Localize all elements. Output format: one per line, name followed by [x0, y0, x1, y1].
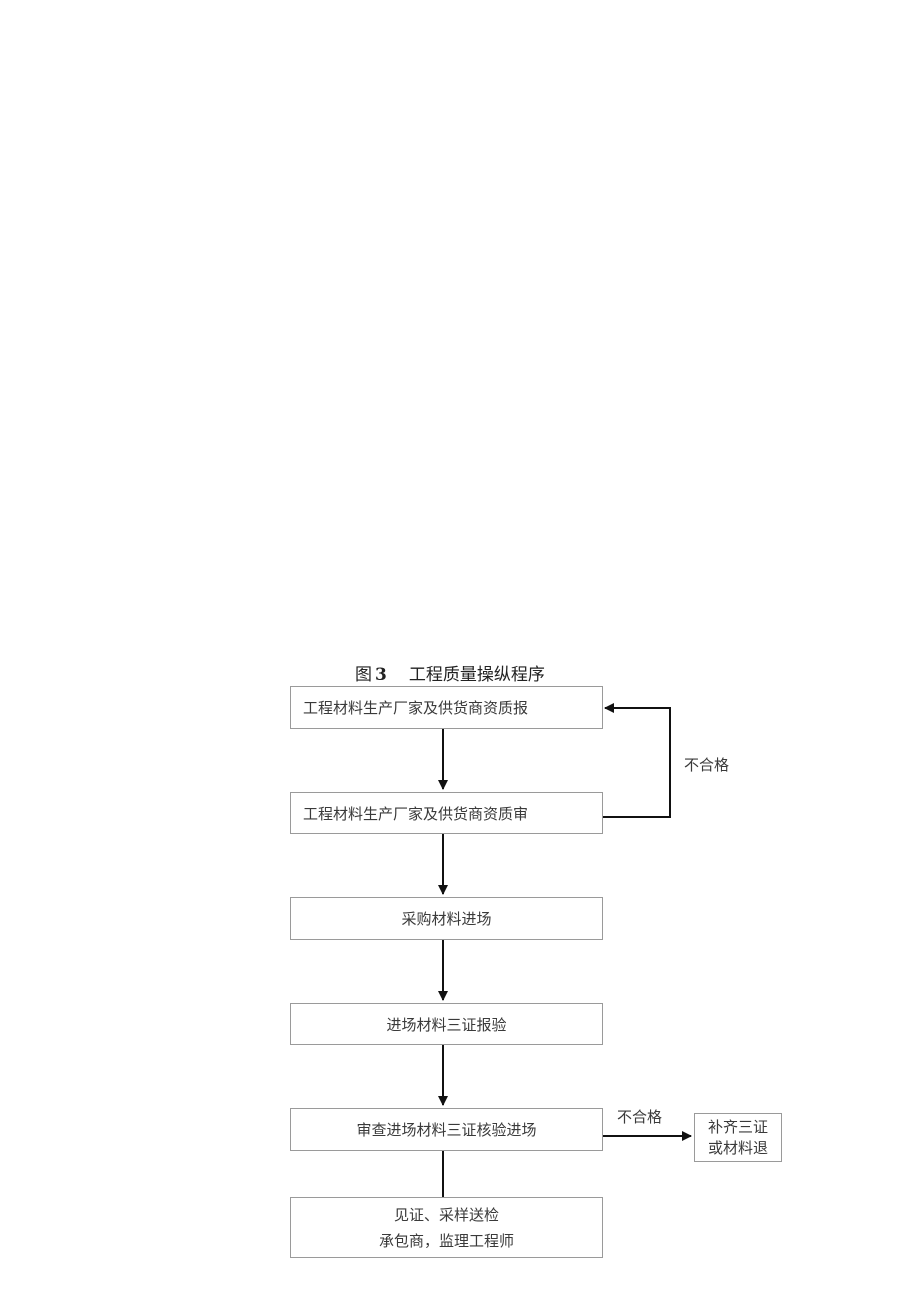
final-step-line1: 见证、采样送检	[393, 1205, 499, 1224]
step-supplier-qualification-review: 工程材料生产厂家及供货商资质审	[290, 792, 603, 834]
figure-title: 工程质量操纵程序	[408, 665, 545, 685]
figure-label: 图	[355, 665, 372, 685]
step-label: 工程材料生产厂家及供货商资质审	[303, 804, 529, 823]
remedy-line2: 或材料退	[707, 1138, 768, 1157]
final-step-line2: 承包商，监理工程师	[378, 1231, 514, 1250]
step-certificate-inspection: 进场材料三证报验	[290, 1003, 603, 1045]
step-label: 工程材料生产厂家及供货商资质报	[303, 699, 529, 717]
step-label: 采购材料进场	[401, 910, 492, 928]
arrow-reject-loop	[603, 703, 671, 818]
remedy-box: 补齐三证 或材料退	[694, 1113, 782, 1162]
figure-number: 3	[375, 665, 387, 685]
step-supplier-qualification-submit: 工程材料生产厂家及供货商资质报	[290, 686, 603, 729]
step-witness-sampling: 见证、采样送检 承包商，监理工程师	[290, 1197, 603, 1258]
step-label: 进场材料三证报验	[386, 1015, 507, 1034]
reject-label-loop: 不合格	[684, 756, 730, 774]
step-purchase-materials-arrival: 采购材料进场	[290, 897, 603, 940]
step-certificate-review: 审查进场材料三证核验进场	[290, 1108, 603, 1151]
reject-label-remedy: 不合格	[617, 1108, 663, 1126]
remedy-line1: 补齐三证	[707, 1117, 768, 1136]
step-label: 审查进场材料三证核验进场	[356, 1121, 537, 1139]
